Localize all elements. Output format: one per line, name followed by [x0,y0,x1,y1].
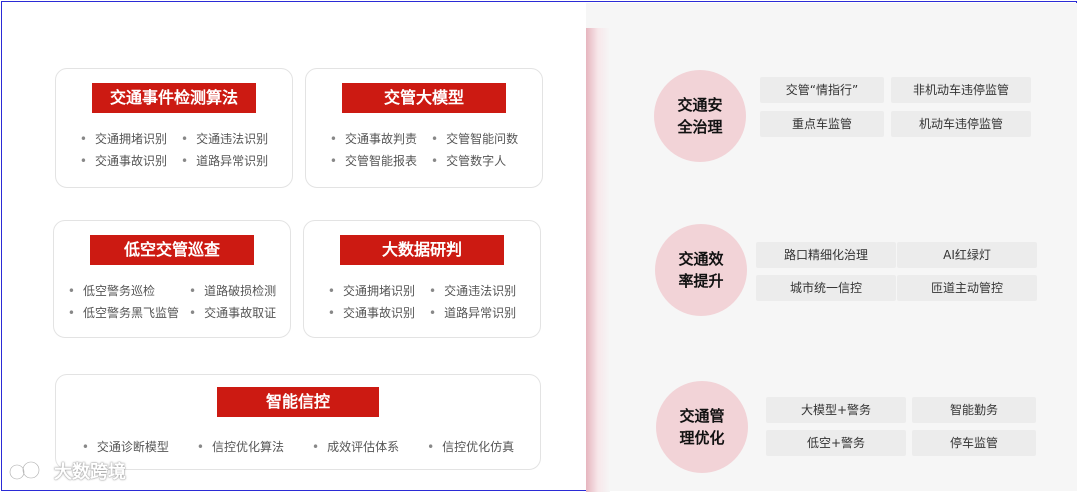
card-title: 智能信控 [217,387,379,417]
card-items: 交通事故判责 交管智能问数 交管智能报表 交管数字人 [306,131,542,169]
card-title: 低空交管巡查 [90,235,254,265]
list-item: 低空警务巡检 [68,283,179,299]
card-title: 大数据研判 [340,235,504,265]
list-item: 交通事故识别 [80,153,167,169]
list-item: 交管智能报表 [330,153,417,169]
panel-divider [586,28,610,492]
tag: 非机动车违停监管 [891,77,1031,103]
circle-efficiency: 交通效率提升 [655,224,747,316]
list-item: 信控优化算法 [197,439,284,455]
tag: AI红绿灯 [897,242,1037,268]
card-items: 交通拥堵识别 交通违法识别 交通事故识别 道路异常识别 [304,283,540,321]
list-item: 交通违法识别 [181,131,268,147]
list-item: 低空警务黑飞监管 [68,305,179,321]
list-item: 交通事故判责 [330,131,417,147]
watermark-text: 大数跨境 [54,462,126,483]
card-big-data: 大数据研判 交通拥堵识别 交通违法识别 交通事故识别 道路异常识别 [303,220,541,338]
list-item: 信控优化仿真 [427,439,514,455]
tag: 低空+警务 [766,430,906,456]
list-item: 交通事故识别 [328,305,415,321]
card-low-altitude: 低空交管巡查 低空警务巡检 道路破损检测 低空警务黑飞监管 交通事故取证 [53,220,291,338]
tag: 城市统一信控 [756,275,896,301]
tag: 大模型+警务 [766,397,906,423]
circle-label: 交通管理优化 [679,407,725,447]
list-item: 道路异常识别 [181,153,268,169]
card-items: 交通诊断模型 信控优化算法 成效评估体系 信控优化仿真 [56,439,540,455]
tag: 重点车监管 [760,111,884,137]
tag: 交管“情指行” [760,77,884,103]
tag: 匝道主动管控 [897,275,1037,301]
list-item: 道路破损检测 [189,283,276,299]
card-traffic-model: 交管大模型 交通事故判责 交管智能问数 交管智能报表 交管数字人 [305,68,543,188]
tag: 机动车违停监管 [891,111,1031,137]
list-item: 交通诊断模型 [82,439,169,455]
tag: 停车监管 [912,430,1036,456]
list-item: 交通事故取证 [189,305,276,321]
watermark-logo-icon [8,460,41,481]
list-item: 交管智能问数 [431,131,518,147]
card-title: 交通事件检测算法 [92,83,256,113]
list-item: 道路异常识别 [429,305,516,321]
circle-label: 交通安全治理 [677,96,723,136]
circle-safety-governance: 交通安全治理 [654,70,746,162]
list-item: 交通拥堵识别 [328,283,415,299]
watermark: 大数跨境 [8,458,126,484]
tag: 智能勤务 [912,397,1036,423]
list-item: 成效评估体系 [312,439,399,455]
tag: 路口精细化治理 [756,242,896,268]
card-items: 低空警务巡检 道路破损检测 低空警务黑飞监管 交通事故取证 [54,283,290,321]
circle-label: 交通效率提升 [678,250,724,290]
card-event-detection: 交通事件检测算法 交通拥堵识别 交通违法识别 交通事故识别 道路异常识别 [55,68,293,188]
list-item: 交通违法识别 [429,283,516,299]
list-item: 交管数字人 [431,153,518,169]
card-items: 交通拥堵识别 交通违法识别 交通事故识别 道路异常识别 [56,131,292,169]
circle-management: 交通管理优化 [656,381,748,473]
list-item: 交通拥堵识别 [80,131,167,147]
card-title: 交管大模型 [342,83,506,113]
card-signal-control: 智能信控 交通诊断模型 信控优化算法 成效评估体系 信控优化仿真 [55,374,541,470]
